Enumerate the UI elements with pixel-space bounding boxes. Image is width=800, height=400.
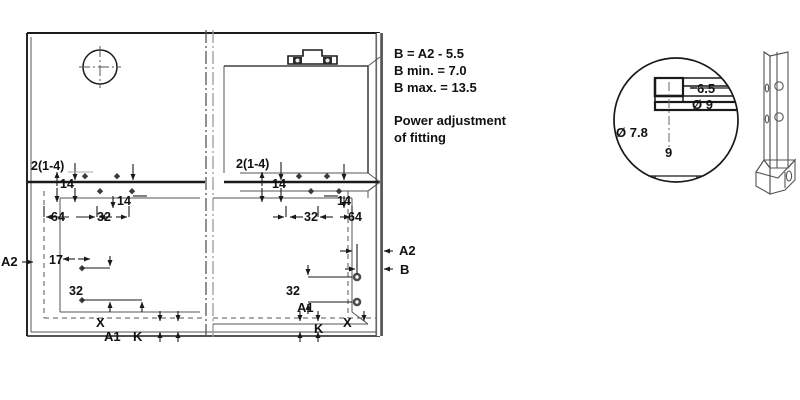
label-left-32: 32 <box>97 210 111 224</box>
label-right-32: 32 <box>304 210 318 224</box>
label-right-2-1-4: 2(1-4) <box>236 157 269 171</box>
label-left-64: 64 <box>51 210 65 224</box>
dim-left-lower <box>22 256 181 342</box>
detail-circle-view: Ø 7.8 6.5 Ø 9 9 <box>613 57 739 183</box>
right-side-screw-holes <box>352 272 362 307</box>
label-right-b: B <box>400 262 409 277</box>
label-left-x: X <box>96 315 105 330</box>
label-left-14-upper: 14 <box>60 177 74 191</box>
label-dia-7-8: Ø 7.8 <box>616 125 648 140</box>
lower-inner-panels <box>43 181 381 325</box>
label-left-32-vert: 32 <box>69 284 83 298</box>
isometric-rail-view <box>755 50 797 195</box>
dim-left-upper <box>54 163 147 209</box>
label-right-14-lower: 14 <box>337 194 351 208</box>
label-dim-9: 9 <box>665 145 672 160</box>
top-left-locating-circle <box>79 46 121 88</box>
break-centerlines <box>205 30 214 340</box>
label-dim-6-5: 6.5 <box>697 81 715 96</box>
label-right-14-upper: 14 <box>272 177 286 191</box>
note-line-b-formula: B = A2 - 5.5 <box>394 46 464 61</box>
label-left-a1: A1 <box>104 329 121 344</box>
label-right-32-vert: 32 <box>286 284 300 298</box>
note-line-b-max: B max. = 13.5 <box>394 80 477 95</box>
label-right-64: 64 <box>348 210 362 224</box>
upper-right-inner-panel <box>223 56 381 173</box>
label-left-14-lower: 14 <box>117 194 131 208</box>
notes-block: B = A2 - 5.5 B min. = 7.0 B max. = 13.5 … <box>394 45 574 146</box>
note-line-b-min: B min. = 7.0 <box>394 63 467 78</box>
dim-right-upper <box>259 162 347 209</box>
carcass-outline <box>26 32 380 337</box>
main-cabinet-view: 2(1-4) 14 14 2(1-4) 14 14 64 32 32 64 A2… <box>1 30 416 344</box>
label-right-a1: A1 <box>297 300 314 315</box>
label-left-17: 17 <box>49 253 63 267</box>
top-mounting-fitting <box>287 49 338 65</box>
dim-chain-horizontal <box>43 206 353 220</box>
label-right-x: X <box>343 315 352 330</box>
label-dia-9: Ø 9 <box>692 97 713 112</box>
label-left-k: K <box>133 329 143 344</box>
dowel-holes <box>78 173 362 307</box>
note-spacer <box>394 96 574 112</box>
label-left-2-1-4: 2(1-4) <box>31 159 64 173</box>
label-left-a2: A2 <box>1 254 18 269</box>
note-line-of-fitting: of fitting <box>394 130 446 145</box>
label-right-k: K <box>314 321 324 336</box>
note-line-power-adjustment: Power adjustment <box>394 113 506 128</box>
label-right-a2: A2 <box>399 243 416 258</box>
dim-right-lower <box>297 244 393 342</box>
